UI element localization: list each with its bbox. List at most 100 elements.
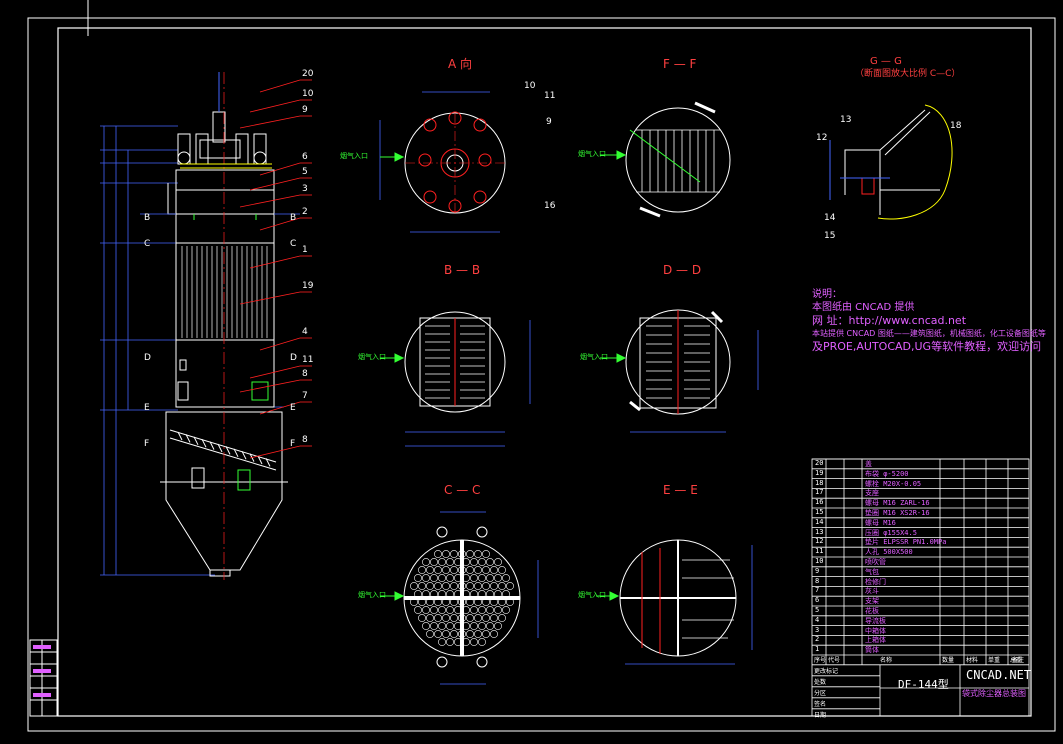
main-callout-8: 19	[302, 281, 314, 291]
g-callout-4: 15	[824, 231, 836, 241]
g-callout-2: 18	[950, 121, 962, 131]
parts-row-name: 喷吹管	[865, 558, 886, 566]
parts-row-name: 花板	[865, 607, 879, 615]
inlet-label-dd: 烟气入口	[580, 353, 608, 361]
parts-row-no: 6	[815, 596, 820, 605]
parts-row-no: 12	[815, 537, 824, 546]
section-view-bb	[404, 311, 531, 447]
section-view-a	[379, 91, 506, 233]
parts-row-no: 14	[815, 517, 824, 526]
section-label-ee: E — E	[663, 483, 698, 497]
parts-row-name: 灰斗	[865, 587, 879, 596]
parts-row-no: 11	[815, 547, 824, 556]
a-callout-0: 10	[524, 81, 536, 91]
inlet-label-ee: 烟气入口	[578, 591, 606, 599]
section-marker-7: E	[290, 403, 296, 413]
revision-cell: 分区	[814, 689, 827, 697]
section-marker-9: F	[290, 439, 296, 449]
section-marker-0: B	[144, 213, 151, 223]
main-callout-13: 8	[302, 435, 308, 445]
drawing-notes: 说明： 本图纸由 CNCAD 提供 网 址：http://www.cncad.n…	[812, 288, 1046, 353]
parts-header-cell: 代号	[828, 657, 841, 664]
section-marker-3: C	[290, 239, 297, 249]
a-callout-2: 9	[546, 117, 552, 127]
parts-row-name: 筒体	[865, 646, 879, 655]
parts-row-no: 13	[815, 527, 824, 536]
parts-row-name: 导流板	[865, 616, 886, 625]
g-callout-0: 12	[816, 133, 828, 143]
drawing-frame	[27, 0, 1056, 732]
inlet-label-a: 烟气入口	[340, 152, 368, 160]
inlet-label-bb: 烟气入口	[358, 353, 386, 361]
title-block-drawing-name: DF-144型	[898, 678, 949, 691]
parts-row-name: 人孔 500X500	[865, 548, 913, 557]
parts-list-grid	[811, 458, 1030, 717]
revision-cell: 处数	[814, 678, 827, 686]
section-label-cc: C — C	[444, 483, 481, 497]
main-callout-0: 20	[302, 69, 314, 79]
parts-header-cell: 数量	[942, 657, 955, 664]
section-marker-8: F	[144, 439, 150, 449]
parts-row-name: 中箱体	[865, 626, 886, 635]
parts-row-name: 气包	[865, 567, 879, 576]
main-callout-2: 9	[302, 105, 308, 115]
parts-row-no: 16	[815, 498, 824, 507]
section-view-gg	[829, 104, 953, 220]
main-callout-12: 7	[302, 391, 308, 401]
parts-row-name: 螺母 M16	[865, 518, 896, 527]
notes-line-4: 及PROE,AUTOCAD,UG等软件教程，欢迎访问	[812, 340, 1042, 353]
section-marker-2: C	[144, 239, 151, 249]
main-callout-10: 11	[302, 355, 314, 365]
g-callout-3: 14	[824, 213, 836, 223]
parts-row-no: 1	[815, 645, 820, 654]
section-label-a: A 向	[448, 57, 473, 71]
parts-header-cell: 备注	[1012, 657, 1025, 664]
a-callout-1: 11	[544, 91, 556, 101]
g-callout-1: 13	[840, 115, 852, 125]
section-marker-4: D	[144, 353, 151, 363]
parts-row-no: 5	[815, 606, 820, 614]
section-label-ff: F — F	[663, 57, 697, 71]
parts-row-name: 上箱体	[865, 636, 886, 645]
revision-cell: 更改标记	[814, 667, 839, 675]
parts-row-no: 10	[815, 557, 824, 565]
inlet-label-cc: 烟气入口	[358, 591, 386, 599]
revision-cell: 签名	[814, 700, 827, 708]
parts-row-no: 2	[815, 635, 820, 644]
parts-row-name: 垫片 ELPSSR PN1.0MPa	[865, 538, 947, 547]
a-callout-3: 16	[544, 201, 556, 211]
main-elevation-view	[100, 72, 312, 580]
parts-header-cell: 总重	[1010, 657, 1023, 664]
section-view-ee	[619, 539, 753, 665]
revision-cell: 日期	[814, 711, 827, 719]
parts-row-name: 支架	[865, 597, 879, 606]
parts-header-cell: 材料	[966, 657, 979, 664]
main-callout-6: 2	[302, 207, 308, 217]
section-label-gg: G — G	[870, 56, 902, 67]
parts-row-no: 17	[815, 488, 824, 497]
parts-row-name: 螺栓 M20X-0.05	[865, 479, 922, 488]
parts-row-no: 20	[815, 459, 824, 467]
parts-header-cell: 单重	[988, 657, 1001, 664]
main-callout-3: 6	[302, 152, 308, 162]
main-callout-4: 5	[302, 167, 308, 177]
section-view-cc	[403, 511, 539, 685]
parts-row-name: 压圈 φ155X4.5	[865, 528, 917, 537]
main-callout-9: 4	[302, 327, 308, 337]
parts-row-name: 垫圈 M16 XS2R-16	[865, 509, 930, 517]
notes-title: 说明：	[812, 289, 842, 300]
section-label-bb: B — B	[444, 263, 481, 277]
main-callout-7: 1	[302, 245, 308, 255]
main-callout-5: 3	[302, 184, 308, 194]
main-callout-1: 10	[302, 89, 314, 99]
title-block-company: CNCAD.NET	[966, 668, 1032, 682]
notes-line-2[interactable]: 网 址：http://www.cncad.net	[812, 314, 967, 327]
notes-line-1: 本图纸由 CNCAD 提供	[812, 302, 915, 313]
parts-row-no: 9	[815, 566, 820, 575]
title-block-subtitle: 袋式除尘器总装图	[962, 689, 1026, 698]
parts-row-no: 8	[815, 576, 820, 585]
section-marker-5: D	[290, 353, 297, 363]
parts-row-no: 4	[815, 615, 820, 624]
parts-row-no: 7	[815, 586, 820, 595]
